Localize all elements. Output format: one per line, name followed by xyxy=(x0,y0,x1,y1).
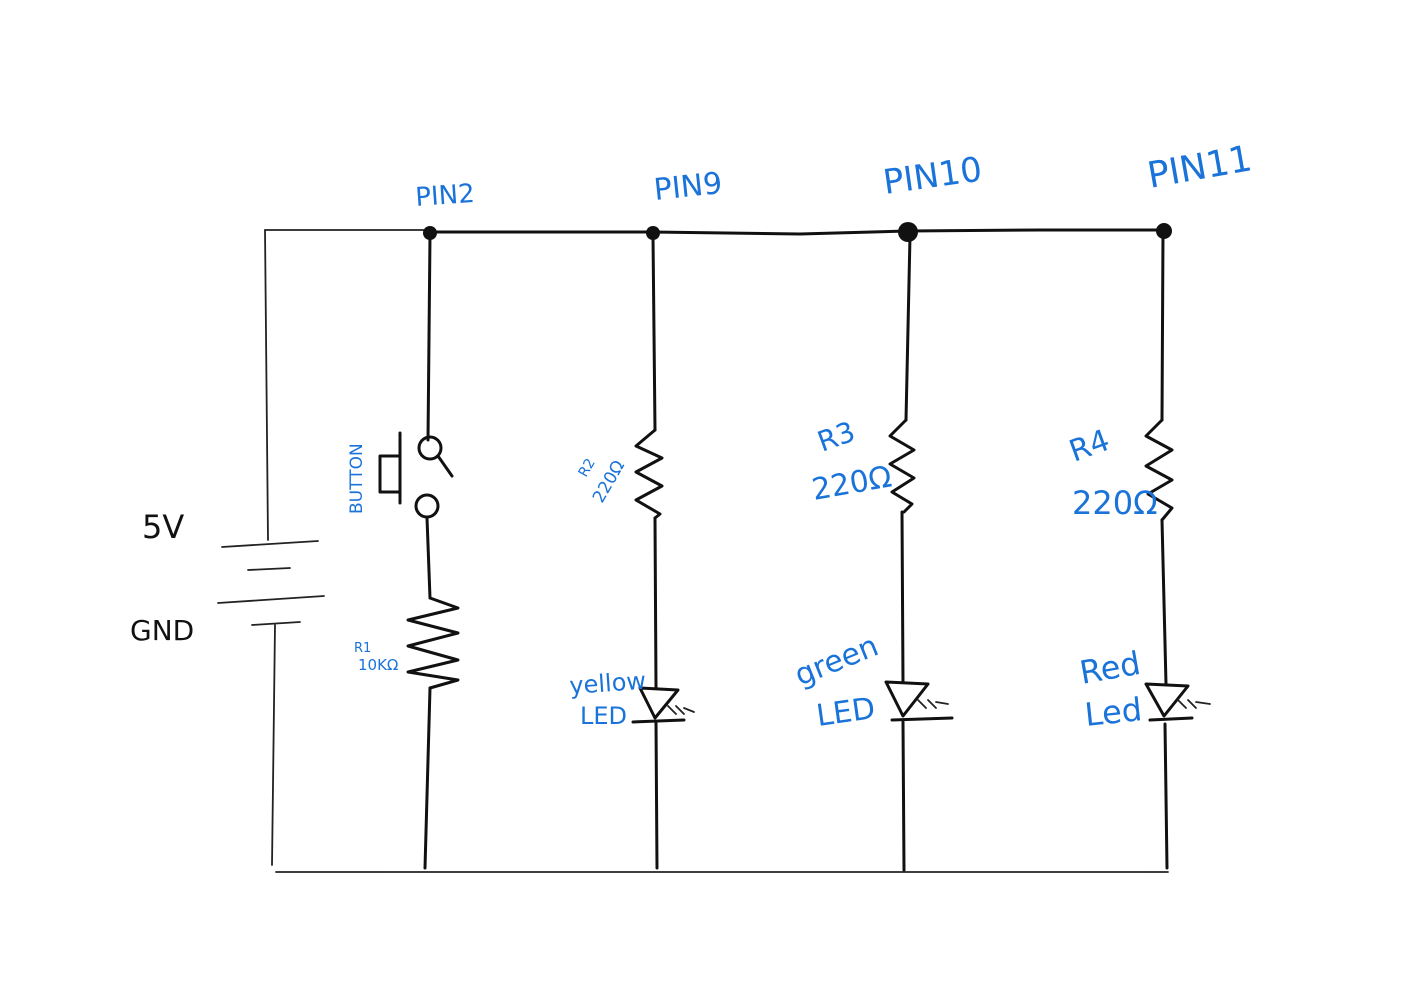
pin-label-pin2: PIN2 xyxy=(414,179,475,213)
supply-positive-label: 5V xyxy=(142,508,184,546)
led-red-word-label: Led xyxy=(1083,690,1144,734)
pin-label-pin11: PIN11 xyxy=(1144,138,1255,197)
led-green-symbol xyxy=(884,680,930,718)
led-yellow-color-label: yellow xyxy=(568,667,646,700)
resistor-r1-value: 10KΩ xyxy=(358,656,398,674)
branch-pin2 xyxy=(378,233,460,870)
button-contact-bottom xyxy=(414,493,440,519)
resistor-r4-value: 220Ω xyxy=(1072,484,1158,522)
supply-wire-top xyxy=(264,229,269,541)
resistor-r3-value: 220Ω xyxy=(809,459,894,507)
junction-pin2 xyxy=(423,226,437,240)
button-label: BUTTON xyxy=(347,443,367,514)
supply-ground-label: GND xyxy=(130,614,194,647)
junction-pin11 xyxy=(1156,223,1172,239)
resistor-r2-name: R2 xyxy=(576,456,599,480)
battery-symbol xyxy=(217,540,325,626)
led-red-symbol xyxy=(1144,682,1190,718)
pin-label-pin9: PIN9 xyxy=(652,166,724,208)
resistor-r3 xyxy=(888,418,916,514)
resistor-r1 xyxy=(406,596,460,690)
resistor-r4-name: R4 xyxy=(1065,423,1114,470)
resistor-r2 xyxy=(634,428,664,520)
button-contact-top xyxy=(417,435,443,461)
top-bus xyxy=(428,228,1167,236)
branch-pin9 xyxy=(631,234,695,870)
led-yellow-word-label: LED xyxy=(580,702,627,730)
led-green-color-label: green xyxy=(790,629,883,694)
button-actuator xyxy=(378,431,402,505)
pin-label-pin10: PIN10 xyxy=(881,149,985,202)
led-yellow-symbol xyxy=(638,686,680,720)
resistor-r1-name: R1 xyxy=(354,641,371,656)
supply-wire-bottom xyxy=(271,624,276,866)
branch-pin11 xyxy=(1144,230,1211,870)
resistor-r4 xyxy=(1144,418,1174,522)
junction-pin9 xyxy=(646,226,660,240)
led-red-color-label: Red xyxy=(1077,644,1143,692)
resistor-r3-name: R3 xyxy=(813,415,859,459)
led-green-word-label: LED xyxy=(814,691,877,734)
junction-pin10 xyxy=(898,222,918,242)
branch-pin10 xyxy=(884,234,954,872)
